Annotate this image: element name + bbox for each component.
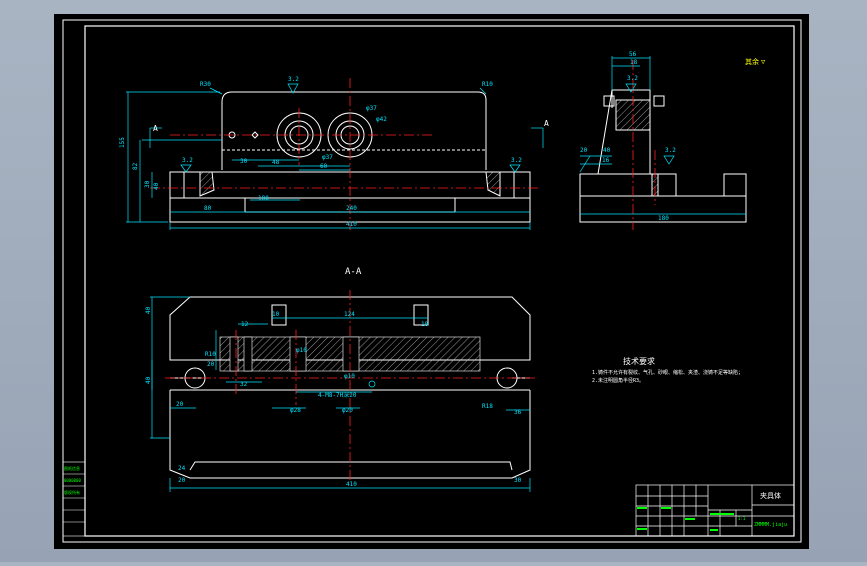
section-dimension-text: 40 12 10 124 10 R10 20 40 20 32 φ10 φ28 … (145, 306, 522, 488)
dim-60: 60 (320, 163, 328, 170)
stamp-line-3: 版权所有 (64, 489, 80, 495)
dim-sec-phi10a: φ10 (296, 347, 307, 354)
dim-sec-40b: 40 (145, 376, 152, 384)
dim-sec-40l: 40 (145, 306, 152, 314)
dim-sec-r10: R10 (205, 351, 216, 358)
section-dimensions (150, 296, 531, 492)
dim-80: 80 (204, 205, 212, 212)
dim-sec-32: 32 (240, 381, 248, 388)
dim-side-40: 40 (603, 147, 611, 154)
surface-mark-icon: ▽ (761, 58, 766, 66)
front-dimensions (126, 83, 544, 230)
dim-r10: R10 (482, 81, 493, 88)
dim-phi37a: φ37 (366, 105, 377, 112)
side-stamp (62, 461, 86, 537)
front-upright-outline (221, 91, 487, 170)
title-block (635, 484, 795, 537)
dim-sec-10a: 10 (272, 311, 280, 318)
side-dimension-text: 56 18 3.2 40 20 16 3.2 180 (580, 51, 676, 222)
side-center-lines (632, 60, 656, 230)
dim-phi37b: φ37 (322, 154, 333, 161)
outer-border (62, 19, 802, 543)
dim-sec-phi20: φ20 (342, 407, 353, 414)
notes-line-2: 2.未注明圆角半径R3。 (592, 377, 644, 384)
dim-sec-12: 12 (241, 321, 249, 328)
surface-note-text: 其余 (745, 57, 759, 66)
dim-82: 82 (132, 162, 139, 170)
dim-sec-m8: 4-M8-7H深20 (318, 391, 357, 399)
dim-240: 240 (346, 205, 357, 212)
part-name: 夹具体 (760, 491, 781, 500)
dim-sec-30: 30 (514, 477, 522, 484)
front-center-lines (150, 78, 540, 230)
side-dimensions (579, 56, 746, 215)
side-rough-side: 3.2 (665, 147, 676, 154)
dim-56: 56 (629, 51, 637, 58)
section-title: A-A (345, 267, 362, 277)
dim-sec-20b: 20 (176, 401, 184, 408)
rough-top: 3.2 (288, 76, 299, 83)
dim-sec-r18: R18 (482, 403, 493, 410)
dim-sec-20r: 20 (178, 477, 186, 484)
side-rough-top: 3.2 (627, 75, 638, 82)
dim-155: 155 (119, 137, 126, 148)
dim-100: 100 (258, 195, 269, 202)
section-a-left: A (153, 124, 158, 133)
scale-value: 1:1 (738, 516, 746, 521)
dim-sec-phi10b: φ10 (344, 373, 355, 380)
rough-right: 3.2 (511, 157, 522, 164)
sheet-background (54, 14, 809, 549)
dim-180: 180 (658, 215, 669, 222)
stamp-line-2: 0000000 (64, 478, 81, 483)
dim-sec-24: 24 (178, 465, 186, 472)
rough-left: 3.2 (182, 157, 193, 164)
drawing-number: ZMMMM.jiaju (754, 522, 787, 528)
dim-sec-36: 36 (514, 409, 522, 416)
dim-40: 40 (153, 182, 160, 190)
dim-side-16: 16 (602, 157, 610, 164)
stamp-line-1: 图纸信息 (64, 465, 80, 471)
side-view (579, 89, 747, 223)
inner-border (84, 25, 795, 537)
dim-410: 410 (346, 221, 357, 228)
dim-side-20: 20 (580, 147, 588, 154)
dim-sec-20l: 20 (207, 361, 215, 368)
dim-30v: 30 (144, 180, 151, 188)
technical-notes: 技术要求 1.铸件不允许有裂纹、气孔、砂眼、缩松、夹渣、浇铸不足等缺陷； 2.未… (592, 356, 743, 384)
dim-r30: R30 (200, 81, 211, 88)
notes-line-1: 1.铸件不允许有裂纹、气孔、砂眼、缩松、夹渣、浇铸不足等缺陷； (592, 369, 743, 376)
notes-title: 技术要求 (623, 356, 655, 366)
dim-sec-410: 410 (346, 481, 357, 488)
dim-sec-10b: 10 (421, 321, 429, 328)
dim-18: 18 (630, 59, 638, 66)
front-dimension-text: R30 R10 3.2 φ37 φ42 φ37 30 48 60 155 82 … (119, 76, 522, 228)
dim-48: 48 (272, 159, 280, 166)
dim-30: 30 (240, 158, 248, 165)
dim-phi42: φ42 (376, 116, 387, 123)
dim-sec-124: 124 (344, 311, 355, 318)
dim-sec-phi28: φ28 (290, 407, 301, 414)
surface-finish-note: 其余 ▽ (745, 57, 766, 66)
section-a-right: A (544, 119, 549, 128)
section-center-lines (165, 290, 535, 480)
